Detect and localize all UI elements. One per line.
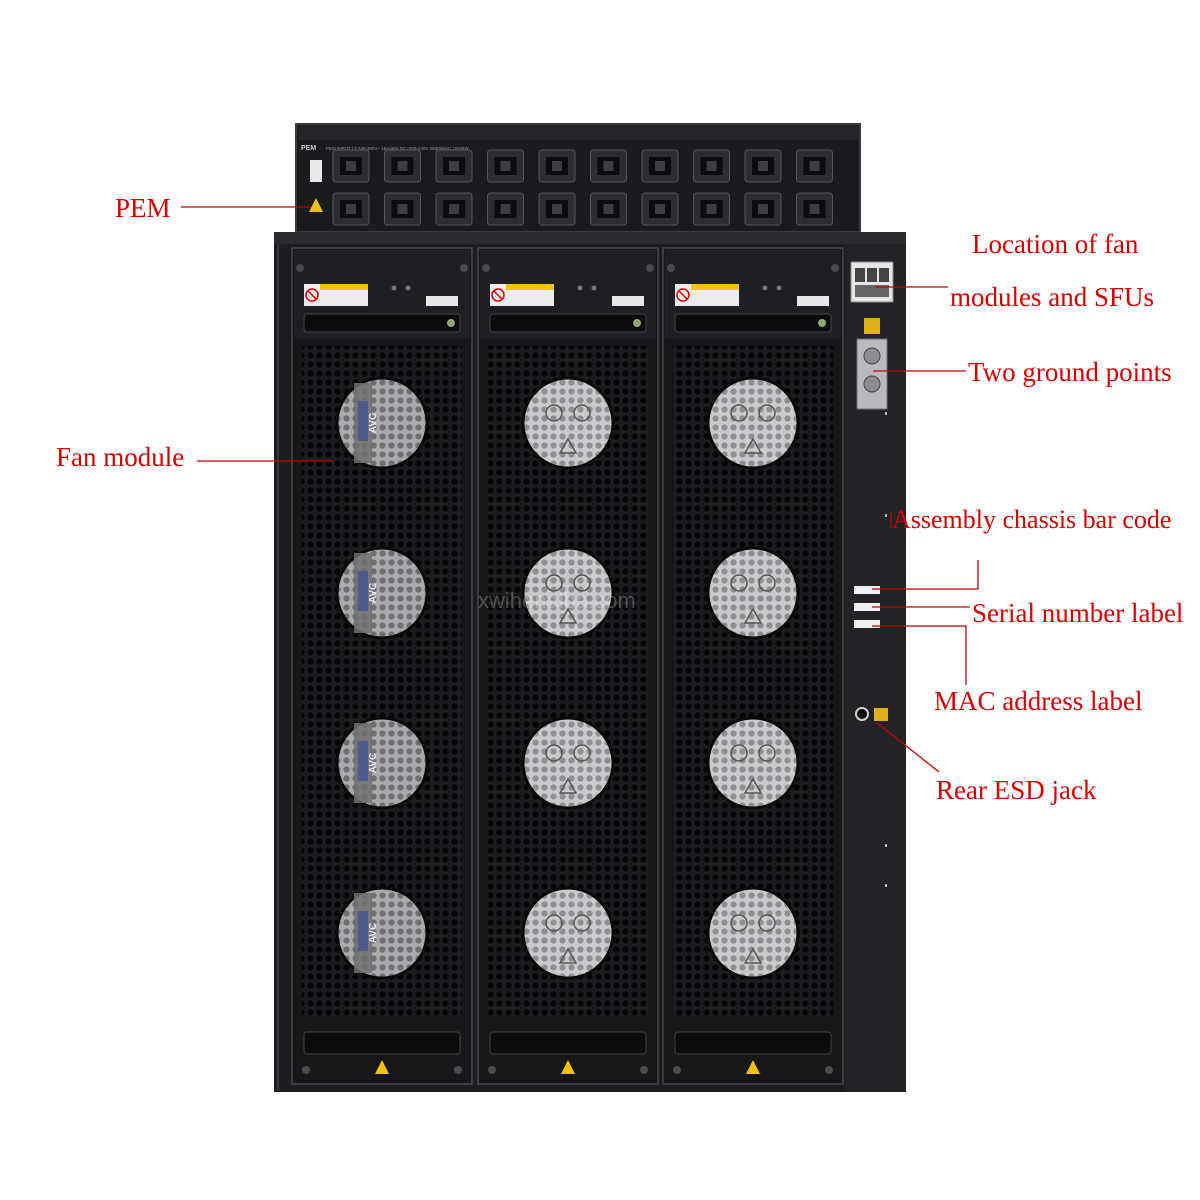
warning-icon: [375, 1060, 389, 1074]
pem-outlet: [435, 149, 473, 183]
module-bottom-handle: [674, 1031, 832, 1055]
module-bottom-handle: [303, 1031, 461, 1055]
pem-outlet: [332, 149, 370, 183]
label-serial-number: Serial number label: [972, 598, 1184, 628]
pem-input-spec: PEM INPUT | 3 240-380V~ 16A/48V DC~200-2…: [326, 146, 469, 151]
module-handle: [303, 313, 461, 333]
pem-outlet: [384, 149, 421, 183]
screw: [296, 264, 304, 272]
bar-code-sticker: [854, 586, 880, 594]
screw: [640, 1066, 648, 1074]
label-ground-points: Two ground points: [968, 357, 1172, 387]
screw: [831, 264, 839, 272]
warning-icon: [561, 1060, 575, 1074]
pem-outlet: [744, 149, 782, 183]
side-rail-components: [850, 261, 894, 887]
pem-outlet: [538, 192, 576, 226]
ground-warning-icon: [864, 318, 880, 334]
screw: [673, 1066, 681, 1074]
pem-outlet: [744, 192, 782, 226]
fan: [706, 716, 800, 810]
fan: [521, 376, 615, 470]
module-bottom-handle: [489, 1031, 647, 1055]
fan-brand: AVC: [368, 583, 379, 603]
label-fan-module: Fan module: [56, 442, 185, 472]
pem-outlet: [693, 149, 730, 183]
ground-point-1: [863, 347, 881, 365]
fan: [521, 716, 615, 810]
pem-warning-icon: [309, 198, 323, 212]
fan: [706, 886, 800, 980]
fan-brand: AVC: [368, 753, 379, 773]
pem-outlet: [384, 192, 421, 226]
prohibited-icon: [305, 288, 319, 302]
pem-outlet: [487, 192, 524, 226]
screw: [454, 1066, 462, 1074]
module-barcode: [426, 296, 458, 306]
label-mac-address: MAC address label: [934, 686, 1143, 716]
fan: [521, 886, 615, 980]
pem-outlet: [332, 192, 370, 226]
screw: [646, 264, 654, 272]
screw: [302, 1066, 310, 1074]
pem-outlet: [641, 192, 679, 226]
module-handle: [489, 313, 647, 333]
fan-module: [477, 247, 659, 1085]
label-bar-code: Assembly chassis bar code: [892, 505, 1172, 534]
module-barcode: [797, 296, 829, 306]
fan: AVC: [335, 886, 429, 980]
label-fan-location-line1: Location of fan: [972, 229, 1139, 259]
screw: [667, 264, 675, 272]
label-fan-location-line2: modules and SFUs: [950, 282, 1155, 312]
fan: [706, 546, 800, 640]
pem-outlet: [796, 149, 833, 183]
pem-outlet: [538, 149, 576, 183]
pem-outlet: [487, 149, 524, 183]
fan-module: [662, 247, 844, 1085]
fan-brand: AVC: [368, 413, 379, 433]
fan-module: AVC AVC AVC AVC: [291, 247, 473, 1085]
pem-outlets: [332, 149, 833, 226]
esd-warning-icon: [874, 708, 888, 721]
screw: [482, 264, 490, 272]
pem-handle: [310, 160, 322, 182]
fan: [706, 376, 800, 470]
serial-number-sticker: [854, 603, 880, 611]
pem-outlet: [590, 192, 627, 226]
ground-point-2: [863, 375, 881, 393]
prohibited-icon: [676, 288, 690, 302]
module-barcode: [612, 296, 644, 306]
screw: [460, 264, 468, 272]
fan: AVC: [335, 376, 429, 470]
prohibited-icon: [491, 288, 505, 302]
pem-unit: PEM PEM INPUT | 3 240-380V~ 16A/48V DC~2…: [295, 123, 861, 233]
pem-outlet: [693, 192, 730, 226]
label-esd-jack: Rear ESD jack: [936, 775, 1097, 805]
warning-icon: [746, 1060, 760, 1074]
fan: AVC: [335, 716, 429, 810]
status-led: [818, 319, 826, 327]
screw: [825, 1066, 833, 1074]
mac-address-sticker: [854, 620, 880, 628]
esd-jack: [855, 707, 869, 721]
label-pem: PEM: [115, 193, 171, 223]
status-led: [447, 319, 455, 327]
chassis: AVC AVC AVC AVC: [274, 232, 906, 1092]
fan: [521, 546, 615, 640]
fan-brand: AVC: [368, 923, 379, 943]
pem-title: PEM: [301, 145, 316, 152]
module-handle: [674, 313, 832, 333]
pem-outlet: [435, 192, 473, 226]
fan: AVC: [335, 546, 429, 640]
status-led: [633, 319, 641, 327]
watermark: xwihenalba.com: [478, 588, 636, 613]
screw: [488, 1066, 496, 1074]
pem-outlet: [641, 149, 679, 183]
pem-outlet: [590, 149, 627, 183]
pem-outlet: [796, 192, 833, 226]
leader-lines: [181, 206, 979, 773]
fan-modules: AVC AVC AVC AVC: [291, 247, 844, 1085]
